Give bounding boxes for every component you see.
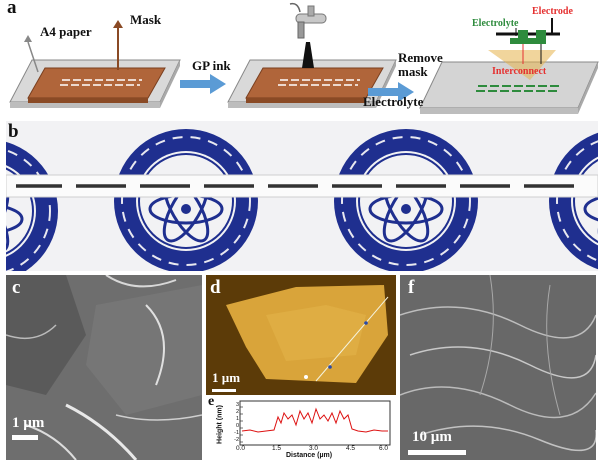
process-arrow-1	[180, 74, 226, 94]
e-ytick: 2	[235, 409, 239, 415]
panel-a: a A4 paper Mask GP ink Remove mask Elect…	[0, 0, 600, 120]
panel-b: b	[6, 121, 598, 271]
scalebar-label-f: 10 µm	[412, 429, 452, 445]
panel-f: f 10 µm	[400, 275, 596, 460]
e-ylabel: Height (nm)	[216, 405, 224, 444]
paper-slab-1	[9, 59, 181, 108]
sem-image-f	[400, 275, 596, 460]
panel-d: d 1 µm	[206, 275, 396, 395]
panel-label-f: f	[408, 277, 415, 298]
panel-label-c: c	[12, 277, 21, 298]
e-xtick: 6.0	[379, 445, 389, 452]
panel-label-e: e	[208, 394, 215, 409]
panel-b-photo	[6, 127, 598, 271]
label-gp-ink: GP ink	[192, 58, 231, 73]
e-yticks: 3 2 1 0 -1 -2	[230, 402, 239, 444]
panel-a-schematic	[9, 2, 599, 114]
label-mask-2: mask	[398, 64, 428, 79]
e-xtick: 4.5	[346, 445, 356, 452]
scalebar-f	[408, 450, 466, 455]
label-a4-paper: A4 paper	[40, 24, 92, 39]
panel-label-d: d	[210, 277, 221, 298]
label-electrolyte: Electrolyte	[472, 18, 519, 29]
label-interconnect: Interconnect	[492, 66, 547, 77]
e-ytick: 3	[235, 402, 239, 408]
scalebar-d	[212, 389, 236, 392]
sem-image-c	[6, 275, 202, 460]
e-xtick: 1.5	[272, 445, 282, 452]
e-ylabel-wrap: Height (nm)	[212, 405, 226, 447]
panel-label-a: a	[7, 0, 17, 18]
scalebar-c	[12, 435, 38, 440]
scalebar-label-c: 1 µm	[12, 415, 45, 431]
e-ytick: 0	[235, 423, 239, 429]
label-electrode: Electrode	[532, 6, 573, 17]
e-ytick-marks	[240, 406, 243, 443]
panel-e: e Height (nm) 3 2 1 0 -1 -2 0.0 1.5 3.0 …	[206, 394, 396, 461]
process-arrow-2	[368, 82, 414, 102]
e-xlabel: Distance (µm)	[286, 452, 333, 459]
e-ytick: -1	[234, 430, 239, 436]
height-profile-chart	[239, 400, 391, 446]
scalebar-label-d: 1 µm	[212, 370, 241, 385]
label-electrolyte-step: Electrolyte	[363, 94, 424, 109]
paper-slab-3	[419, 50, 599, 114]
e-ytick: -2	[234, 437, 239, 443]
height-profile-line	[241, 407, 388, 433]
afm-image-d	[206, 275, 396, 395]
airbrush-icon	[289, 2, 327, 68]
e-xtick: 3.0	[309, 445, 319, 452]
panel-c: c 1 µm	[6, 275, 202, 460]
device-schematic	[496, 18, 560, 64]
e-ytick: 1	[235, 416, 239, 422]
label-remove: Remove	[398, 50, 443, 65]
label-mask: Mask	[130, 12, 162, 27]
e-xtick: 0.0	[236, 445, 246, 452]
panel-label-b: b	[8, 121, 19, 142]
